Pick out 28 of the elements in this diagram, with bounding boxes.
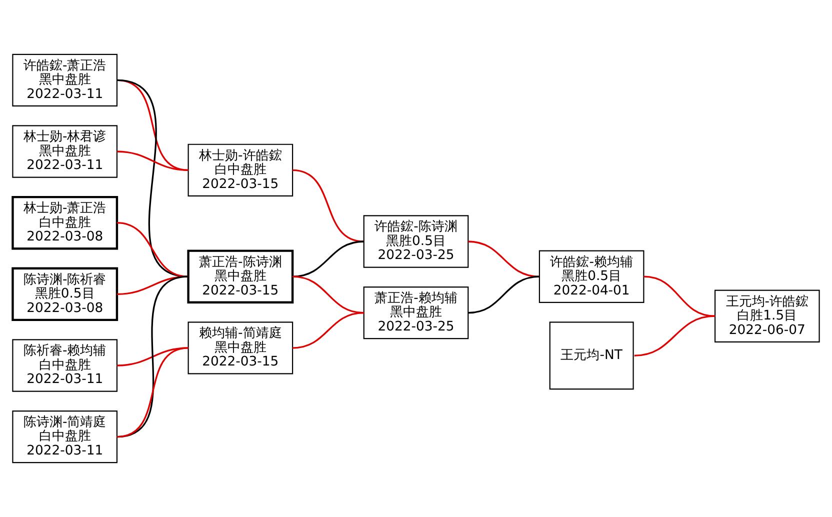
connector [292,312,364,349]
connector [292,169,364,242]
node-box: 许皓鋐-赖均辅 黑胜0.5目 2022-04-01 [538,250,644,303]
node-box: 陈诗渊-简靖庭 白中盘胜 2022-03-11 [12,410,118,464]
connector [468,276,540,314]
node-box: 许皓鋐-萧正浩 黑中盘胜 2022-03-11 [12,54,118,107]
node-box: 萧正浩-赖均辅 黑中盘胜 2022-03-25 [363,286,469,340]
connector [116,347,188,366]
node-box: 陈祈睿-赖均辅 白中盘胜 2022-03-11 [12,339,118,392]
node-box: 赖均辅-简靖庭 黑中盘胜 2022-03-15 [188,322,294,374]
node-box: 陈诗渊-陈祈睿 黑胜0.5目 2022-03-08 [12,267,118,322]
node-box: 林士勋-萧正浩 白中盘胜 2022-03-08 [12,196,118,250]
connector [116,276,188,438]
node-box: 王元均-许皓鋐 白胜1.5目 2022-06-07 [714,290,820,342]
node-box: 萧正浩-陈诗渊 黑中盘胜 2022-03-15 [187,250,294,304]
connector [644,276,716,317]
connector [116,347,188,438]
connector [468,240,540,278]
connector [116,222,188,278]
connector [292,240,364,278]
node-box: 林士勋-许皓鋐 白中盘胜 2022-03-15 [188,144,294,196]
node-box: 林士勋-林君谚 黑中盘胜 2022-03-11 [12,125,118,178]
connector [116,79,188,171]
node-box: 王元均-NT [549,322,634,390]
node-box: 许皓鋐-陈诗渊 黑胜0.5目 2022-03-25 [363,215,469,268]
connector [116,79,188,278]
connector [634,315,716,356]
connector [116,150,188,171]
